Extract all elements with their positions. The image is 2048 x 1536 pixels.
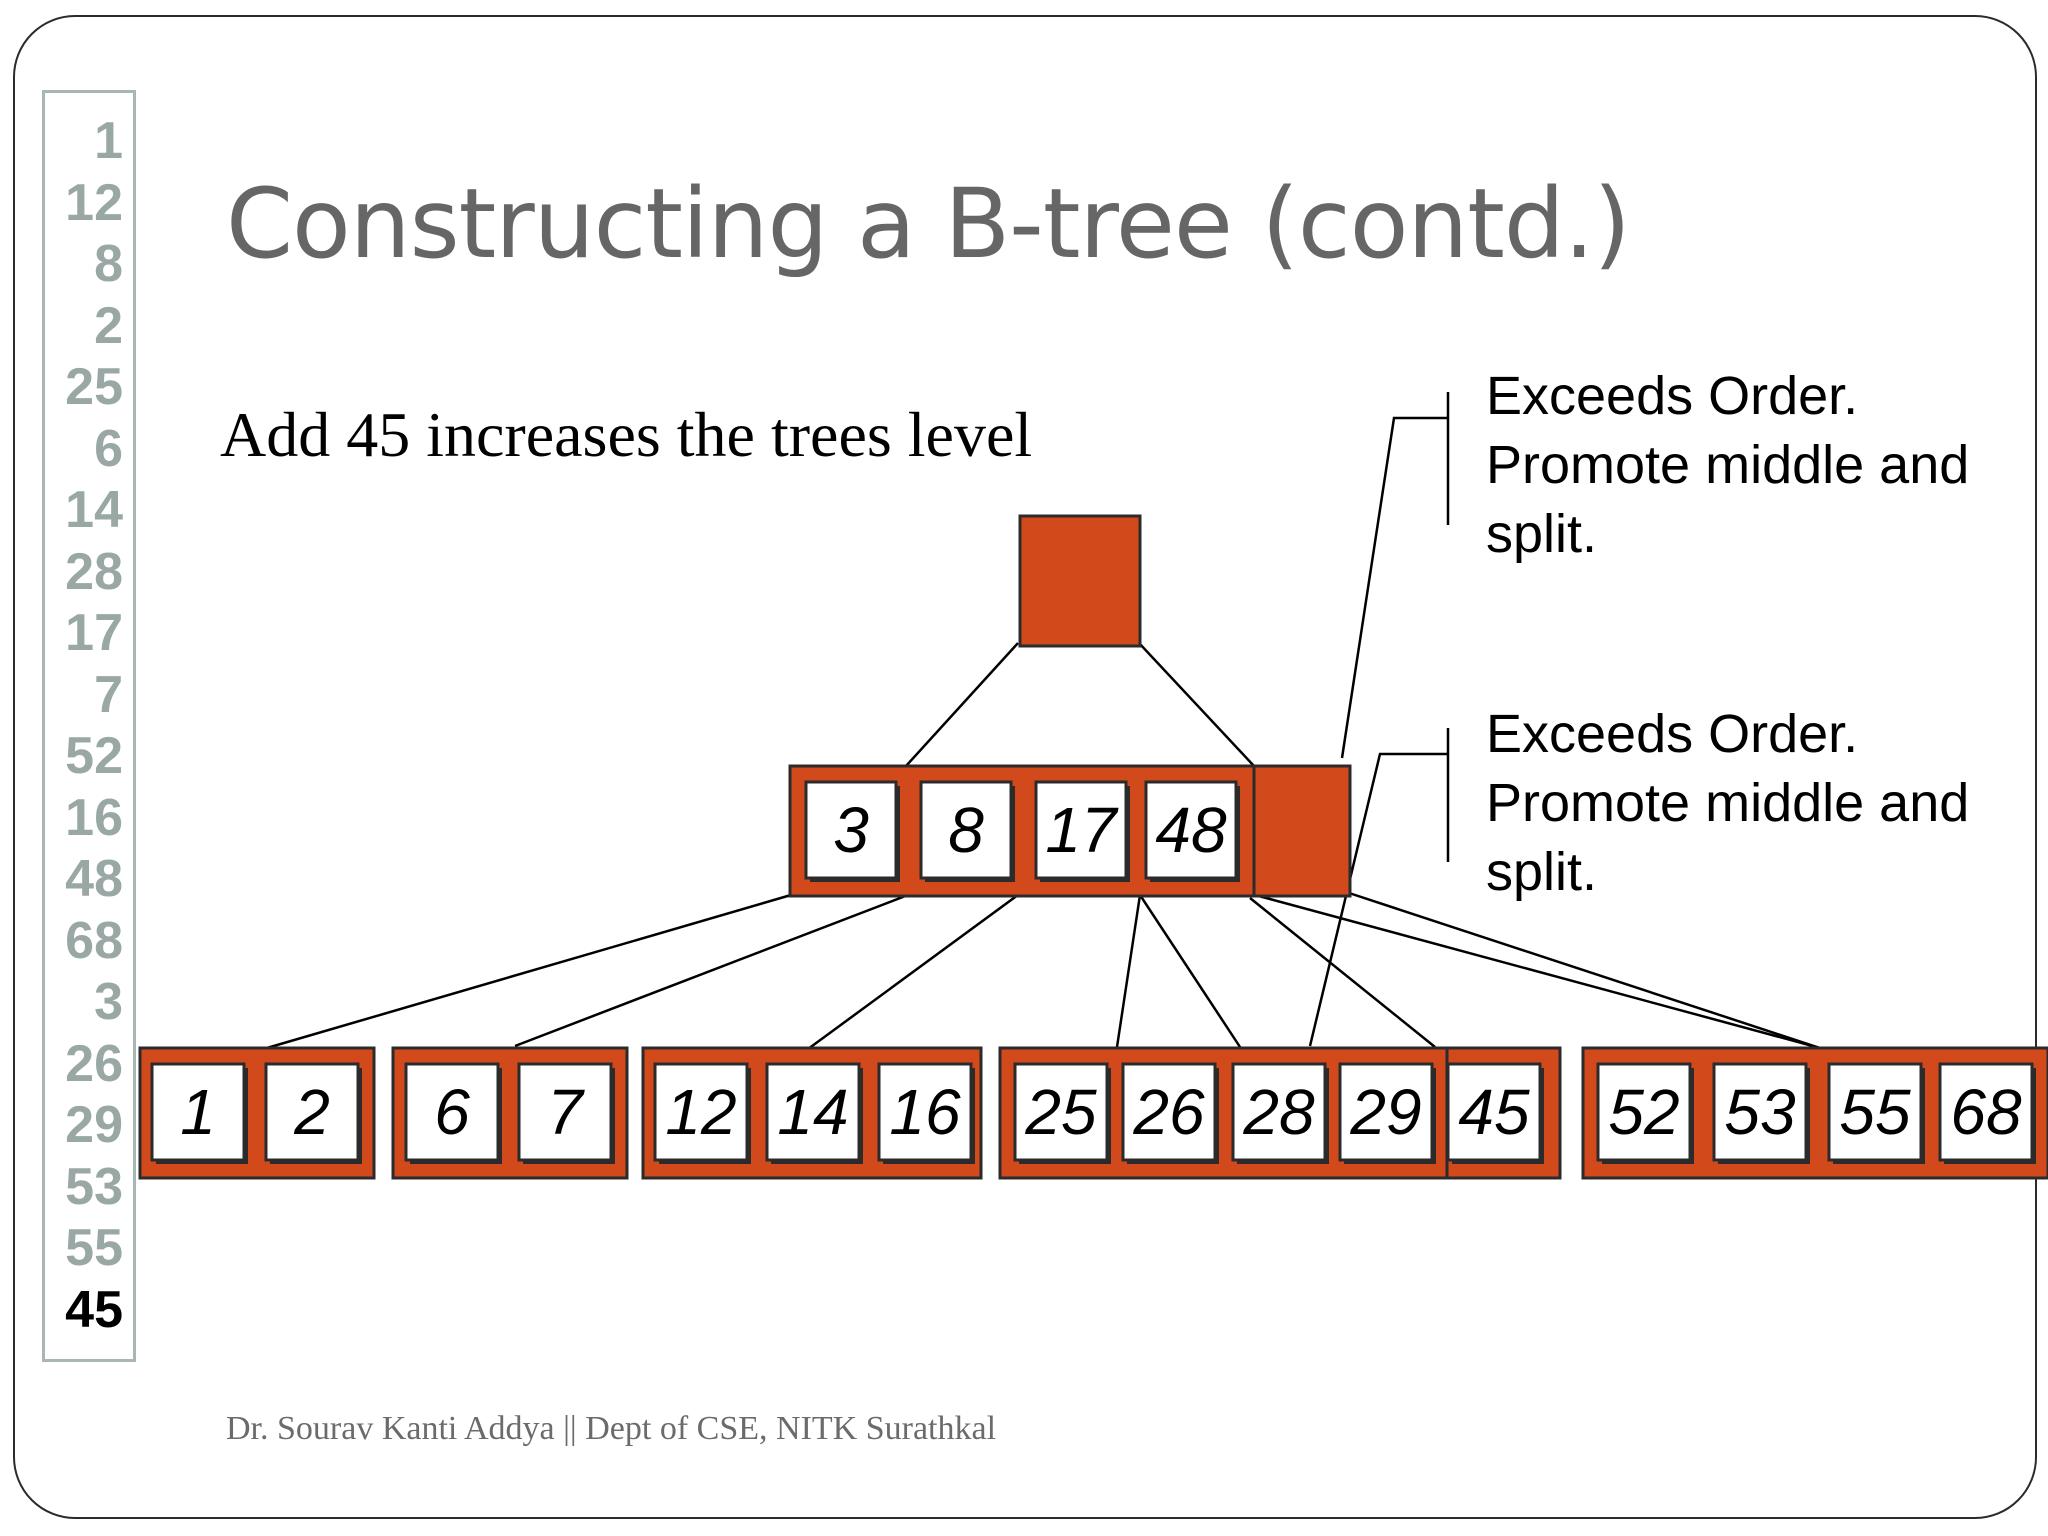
sequence-value: 52 (65, 727, 123, 785)
key-cell: 28 (1231, 1062, 1329, 1164)
key-cell: 53 (1712, 1062, 1810, 1164)
sequence-value: 1 (94, 112, 123, 170)
callout-pointer-leaf (1308, 752, 1448, 1047)
key-cell: 48 (1144, 780, 1240, 882)
note-line: Exceeds Order. (1486, 704, 1859, 764)
key-label: 16 (889, 1076, 961, 1148)
sequence-value: 7 (94, 665, 123, 724)
key-cell: 16 (877, 1062, 975, 1164)
key-label: 2 (293, 1076, 330, 1148)
note-line: Promote middle and (1486, 773, 1970, 833)
sequence-value: 53 (65, 1157, 123, 1216)
slide-title: Constructing a B-tree (contd.) (226, 168, 1631, 280)
sequence-value: 2 (94, 296, 123, 355)
leaf-node: 25 26 28 29 45 (998, 1046, 1562, 1180)
sequence-value: 29 (65, 1096, 123, 1154)
sequence-value: 16 (65, 788, 123, 847)
edge-internal-to-leaf (1138, 894, 1242, 1048)
edge-internal-to-leaf (807, 893, 1019, 1051)
edge-internal-to-leaf (259, 893, 792, 1052)
edge-internal-to-leaf (1115, 894, 1142, 1048)
key-cell: 55 (1827, 1062, 1925, 1164)
key-label: 7 (547, 1076, 585, 1148)
edge-root-to-internal (1138, 642, 1255, 767)
sequence-value: 14 (65, 481, 123, 539)
key-label: 68 (1950, 1076, 2022, 1148)
key-label: 14 (777, 1076, 848, 1148)
edge-internal-to-leaf (1249, 897, 1436, 1048)
sequence-value: 48 (65, 850, 123, 908)
key-label: 55 (1839, 1076, 1911, 1148)
key-cell: 17 (1034, 780, 1130, 882)
sequence-value: 25 (65, 358, 123, 416)
key-cell: 2 (264, 1062, 362, 1164)
sequence-value: 26 (65, 1034, 123, 1093)
note-line: Exceeds Order. (1486, 366, 1859, 426)
tree-edges (259, 642, 1821, 1052)
key-label: 3 (833, 794, 869, 866)
leaf-node: 52 53 55 68 (1581, 1046, 2048, 1180)
key-cell: 3 (804, 780, 900, 882)
sequence-value: 8 (94, 235, 123, 293)
sequence-value: 68 (65, 911, 123, 970)
sequence-value: 3 (94, 973, 123, 1031)
slide-footer: Dr. Sourav Kanti Addya || Dept of CSE, N… (226, 1410, 997, 1447)
sequence-value: 17 (65, 604, 123, 662)
key-label: 12 (665, 1076, 736, 1148)
key-cell: 8 (919, 780, 1015, 882)
sequence-value: 6 (94, 419, 123, 478)
sequence-value: 45 (65, 1280, 123, 1339)
key-cell: 14 (765, 1062, 863, 1164)
key-cell: 29 (1338, 1062, 1436, 1164)
edge-internal-to-leaf (1254, 893, 1821, 1050)
note-line: split. (1486, 504, 1598, 564)
key-label: 28 (1242, 1076, 1315, 1148)
sequence-value: 28 (65, 542, 123, 601)
root-node (1018, 514, 1142, 648)
sequence-value: 55 (65, 1219, 123, 1277)
key-label: 48 (1155, 794, 1227, 866)
key-cell: 12 (653, 1062, 751, 1164)
key-cell: 1 (150, 1062, 248, 1164)
key-label: 1 (180, 1076, 216, 1148)
key-label: 6 (434, 1076, 470, 1148)
edge-root-to-internal (905, 642, 1019, 767)
key-cell: 25 (1013, 1062, 1111, 1164)
key-label: 17 (1045, 794, 1119, 866)
leaf-node: 12 14 16 (641, 1046, 983, 1180)
edge-internal-to-leaf (514, 893, 909, 1048)
note-line: Promote middle and (1486, 435, 1970, 495)
key-cell: 26 (1121, 1062, 1219, 1164)
key-label: 45 (1458, 1076, 1530, 1148)
key-label: 52 (1608, 1076, 1679, 1148)
key-label: 26 (1132, 1076, 1205, 1148)
new-key: 45 (1446, 1062, 1544, 1164)
split-note-internal: Exceeds Order. Promote middle and split. (1486, 362, 2026, 569)
internal-node: 3 8 17 48 (788, 764, 1352, 898)
overflow-slot (1252, 764, 1352, 898)
callout-brackets (1308, 392, 1450, 1047)
note-line: split. (1486, 842, 1598, 902)
key-label: 25 (1024, 1076, 1097, 1148)
key-cell: 52 (1596, 1062, 1694, 1164)
key-cell: 6 (404, 1062, 502, 1164)
key-label: 53 (1724, 1076, 1796, 1148)
key-cell: 7 (517, 1062, 615, 1164)
callout-pointer-internal (1340, 416, 1448, 759)
split-note-leaf: Exceeds Order. Promote middle and split. (1486, 700, 2026, 907)
key-label: 29 (1349, 1076, 1421, 1148)
edge-internal-to-leaf (1348, 891, 1821, 1050)
key-cell: 68 (1938, 1062, 2036, 1164)
slide-subtitle: Add 45 increases the trees level (220, 399, 1033, 470)
key-label: 8 (948, 794, 984, 866)
sequence-value: 12 (65, 173, 123, 232)
